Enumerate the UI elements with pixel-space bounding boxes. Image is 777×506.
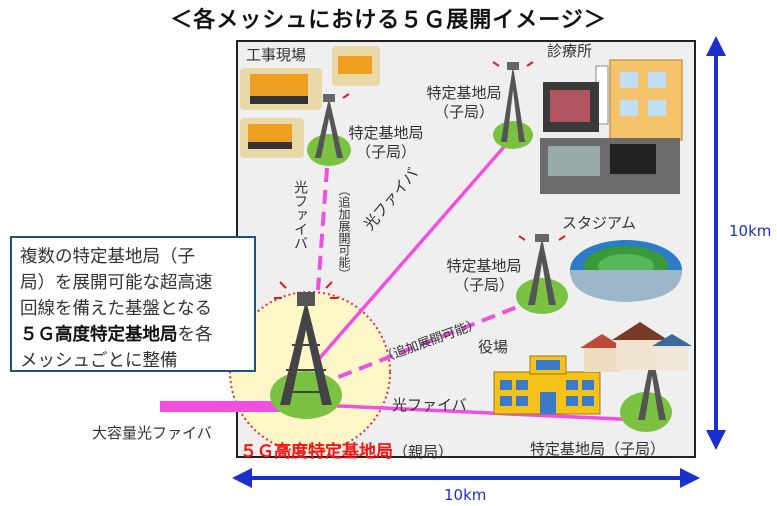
child-station-label-4: 特定基地局（子局） (530, 440, 666, 458)
additional-line-vertical (316, 167, 329, 291)
diagram-title: ＜各メッシュにおける５Ｇ展開イメージ＞ (170, 8, 607, 33)
clinic-label: 診療所 (547, 42, 593, 60)
houses-icon (580, 322, 692, 372)
parent-station-sub-label: （親局） (393, 443, 454, 461)
child-station-label-3: 特定基地局 （子局） (446, 257, 522, 294)
fiber-label-vertical: 光ファイバ (292, 180, 308, 250)
child-station-label-2: 特定基地局 （子局） (426, 84, 502, 121)
stadium-icon (570, 240, 682, 302)
additional-line-diagonal (317, 298, 536, 387)
callout-line-4: ５Ｇ高度特定基地局を各 (20, 322, 246, 348)
fiber-label-bottom: 光ファイバ (392, 396, 467, 414)
parent-station-caption: ５Ｇ高度特定基地局（親局） (240, 437, 453, 462)
child-station-label-1: 特定基地局 （子局） (348, 124, 424, 161)
telemedicine-photo (540, 82, 680, 194)
large-fiber-line (160, 401, 280, 412)
callout-line-5: メッシュごとに整備 (20, 351, 178, 371)
town-office-label: 役場 (478, 338, 509, 356)
large-fiber-label: 大容量光ファイバ (92, 424, 212, 442)
dimension-arrow-horizontal (232, 468, 700, 488)
fiber-line-to-clinic (316, 138, 512, 362)
additional-label-vertical: （追加展開可能） (337, 184, 351, 280)
clinic-building-icon (595, 59, 683, 141)
callout-highlight: ５Ｇ高度特定基地局 (20, 325, 178, 345)
fiber-line-to-office (317, 403, 641, 422)
child-tower-icon-2 (492, 61, 534, 149)
callout-line-1: 複数の特定基地局（子 (20, 247, 195, 267)
callout-line-3: 回線を備えた基盤となる (20, 299, 212, 319)
parent-tower-icon (270, 281, 342, 419)
dimension-arrow-vertical (706, 36, 726, 450)
construction-site-label: 工事現場 (246, 46, 307, 64)
parent-station-label: ５Ｇ高度特定基地局 (240, 442, 393, 462)
stadium-label: スタジアム (562, 214, 636, 232)
callout-line-4-rest: を各 (177, 325, 213, 345)
dimension-label-vertical: 10km (729, 222, 772, 240)
dimension-label-horizontal: 10km (444, 486, 487, 504)
description-callout: 複数の特定基地局（子 局）を展開可能な超高速 回線を備えた基盤となる ５Ｇ高度特… (10, 236, 256, 372)
town-office-icon (493, 355, 601, 415)
child-tower-icon-3 (516, 234, 568, 314)
construction-machinery-icon (240, 46, 380, 158)
callout-line-2: 局）を展開可能な超高速 (20, 273, 213, 293)
